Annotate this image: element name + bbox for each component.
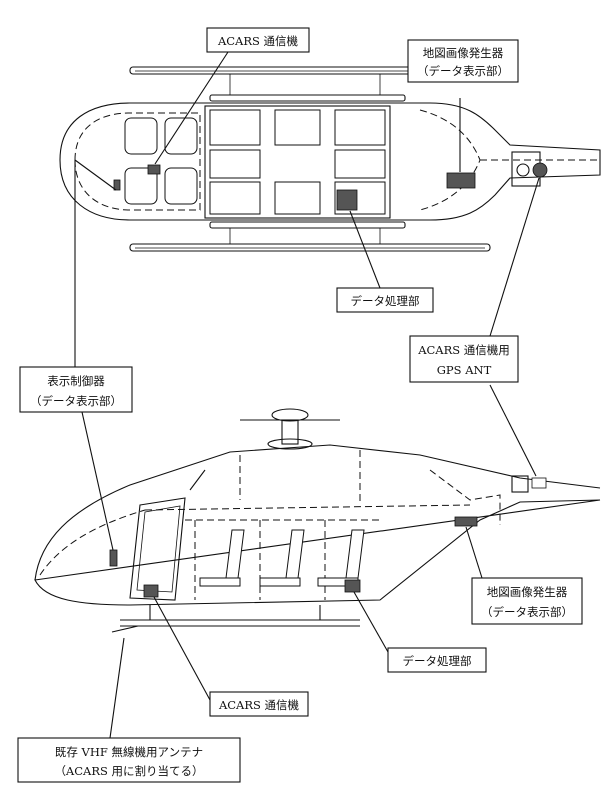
- top-data-processor: [336, 189, 358, 211]
- svg-text:データ処理部: データ処理部: [351, 294, 420, 308]
- label-map-generator-top: 地図画像発生器 （データ表示部）: [407, 39, 519, 83]
- label-gps-antenna: ACARS 通信機用 GPS ANT: [409, 335, 519, 383]
- top-gps-antenna: [532, 162, 548, 178]
- side-view-fuselage: [34, 444, 601, 606]
- svg-text:ACARS 通信機: ACARS 通信機: [218, 698, 300, 712]
- label-acars-top: ACARS 通信機: [206, 27, 310, 53]
- label-acars-side: ACARS 通信機: [209, 691, 309, 717]
- side-map-generator: [454, 516, 478, 527]
- label-data-processor-side: データ処理部: [387, 647, 487, 673]
- label-map-generator-side: 地図画像発生器 （データ表示部）: [471, 577, 583, 625]
- svg-text:ACARS 通信機: ACARS 通信機: [217, 34, 299, 48]
- svg-text:地図画像発生器: 地図画像発生器: [487, 585, 568, 599]
- top-view-skids: [129, 66, 491, 252]
- svg-text:表示制御器: 表示制御器: [47, 374, 105, 388]
- svg-text:（ACARS 用に割り当てる）: （ACARS 用に割り当てる）: [54, 764, 203, 778]
- side-view-helicopter: [34, 408, 601, 633]
- svg-text:（データ表示部）: （データ表示部）: [30, 394, 122, 408]
- label-data-processor-top: データ処理部: [336, 287, 434, 313]
- svg-text:データ処理部: データ処理部: [403, 654, 472, 668]
- side-acars-unit: [143, 584, 159, 598]
- side-view-seats: [199, 529, 365, 587]
- side-view-skids: [120, 605, 360, 627]
- label-vhf-antenna: 既存 VHF 無線機用アンテナ （ACARS 用に割り当てる）: [17, 737, 241, 783]
- svg-text:既存 VHF 無線機用アンテナ: 既存 VHF 無線機用アンテナ: [55, 745, 203, 759]
- top-acars-unit: [147, 164, 161, 175]
- leader-lines: [74, 51, 540, 739]
- top-view-fuselage: [59, 102, 601, 221]
- svg-text:（データ表示部）: （データ表示部）: [481, 605, 573, 619]
- label-display-controller: 表示制御器 （データ表示部）: [19, 366, 133, 413]
- top-map-generator: [446, 172, 476, 189]
- svg-text:（データ表示部）: （データ表示部）: [417, 64, 509, 78]
- top-view-cabin-seats: [204, 105, 391, 219]
- svg-text:GPS ANT: GPS ANT: [437, 363, 492, 377]
- side-data-processor: [344, 579, 361, 593]
- top-view-helicopter: [59, 66, 601, 252]
- svg-text:地図画像発生器: 地図画像発生器: [423, 46, 504, 60]
- side-vhf-antenna: [111, 625, 139, 633]
- svg-text:ACARS 通信機用: ACARS 通信機用: [417, 343, 510, 357]
- side-display-controller: [109, 549, 118, 567]
- side-gps-antenna: [531, 477, 547, 489]
- top-display-controller: [113, 179, 121, 191]
